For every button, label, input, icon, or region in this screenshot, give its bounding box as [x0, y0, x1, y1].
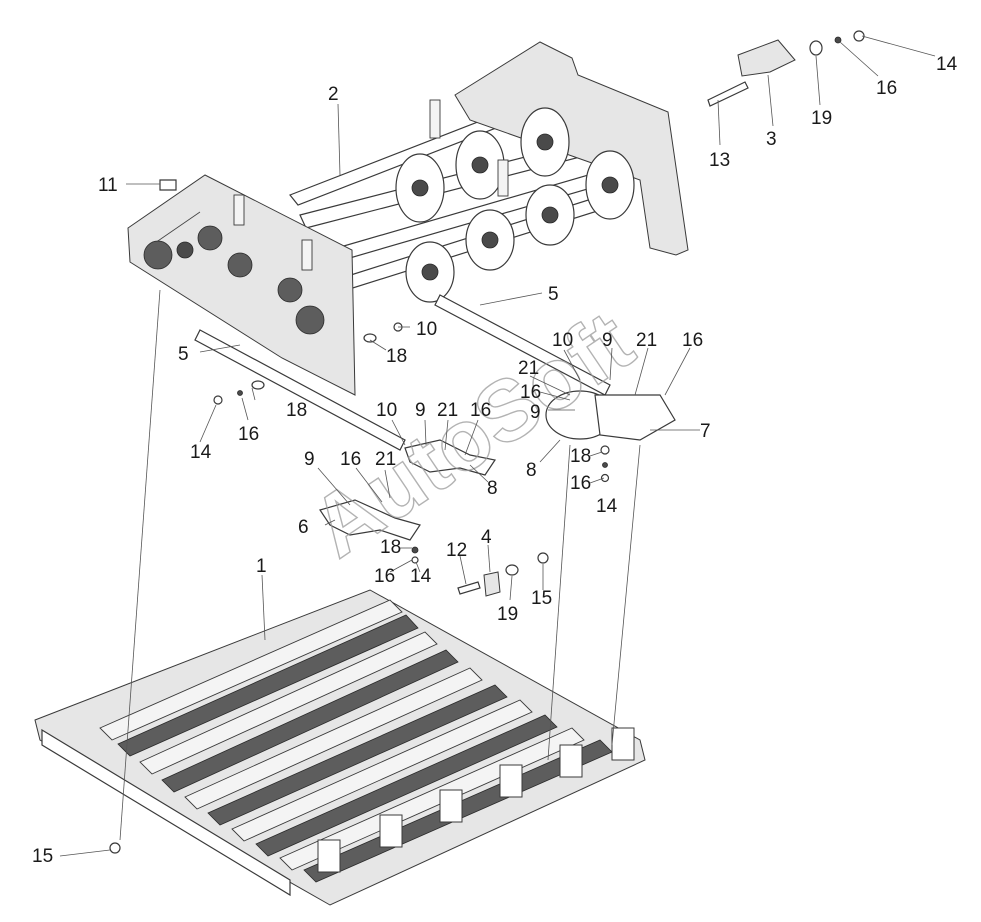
callout-label: 18	[380, 537, 401, 558]
callout-label: 4	[481, 527, 492, 548]
callout-label: 12	[446, 540, 467, 561]
callout-label: 21	[437, 400, 458, 421]
callout-label: 16	[374, 566, 395, 587]
callout-label: 18	[386, 346, 407, 367]
callout-label: 11	[98, 175, 118, 196]
callout-label: 16	[876, 78, 897, 99]
callout-label: 21	[375, 449, 396, 470]
callout-label: 7	[700, 421, 711, 442]
callout-label: 6	[298, 517, 309, 538]
callout-label: 14	[410, 566, 432, 587]
callout-label: 5	[178, 344, 189, 365]
callout-label: 10	[376, 400, 397, 421]
callout-label: 9	[415, 400, 426, 421]
callout-label: 8	[487, 478, 498, 499]
callout-label: 9	[530, 402, 541, 423]
callout-label: 21	[518, 358, 539, 379]
callout-label: 14	[596, 496, 618, 517]
callout-label: 16	[682, 330, 703, 351]
callout-label: 5	[548, 284, 559, 305]
callout-label: 14	[190, 442, 212, 463]
callout-label: 18	[570, 446, 591, 467]
callout-label: 21	[636, 330, 657, 351]
clamp-part-8	[404, 439, 496, 476]
callout-label: 14	[936, 54, 958, 75]
callout-label: 18	[286, 400, 307, 421]
roller-bed-assembly	[34, 589, 646, 906]
upper-frame-assembly	[127, 41, 689, 396]
callout-label: 19	[811, 108, 832, 129]
callout-label: 10	[552, 330, 573, 351]
callout-label: 10	[416, 319, 437, 340]
callout-label: 16	[570, 473, 591, 494]
callout-label: 15	[32, 846, 53, 867]
bar-part-5-left	[194, 329, 406, 451]
callout-label: 9	[602, 330, 613, 351]
clamp-part-6	[319, 499, 421, 541]
leader-lines	[59, 35, 936, 857]
callout-label: 19	[497, 604, 518, 625]
callout-labels: 2 14 16 19 3 13 11 5 10 18 5 10 9 21 16 …	[32, 54, 958, 867]
callout-label: 8	[526, 460, 537, 481]
callout-label: 13	[709, 150, 730, 171]
callout-label: 1	[256, 556, 267, 577]
callout-label: 16	[470, 400, 491, 421]
callout-label: 3	[766, 129, 777, 150]
callout-label: 9	[304, 449, 315, 470]
callout-label: 16	[520, 382, 541, 403]
callout-label: 16	[238, 424, 259, 445]
callout-label: 15	[531, 588, 552, 609]
callout-label: 2	[328, 84, 339, 105]
callout-label: 16	[340, 449, 361, 470]
